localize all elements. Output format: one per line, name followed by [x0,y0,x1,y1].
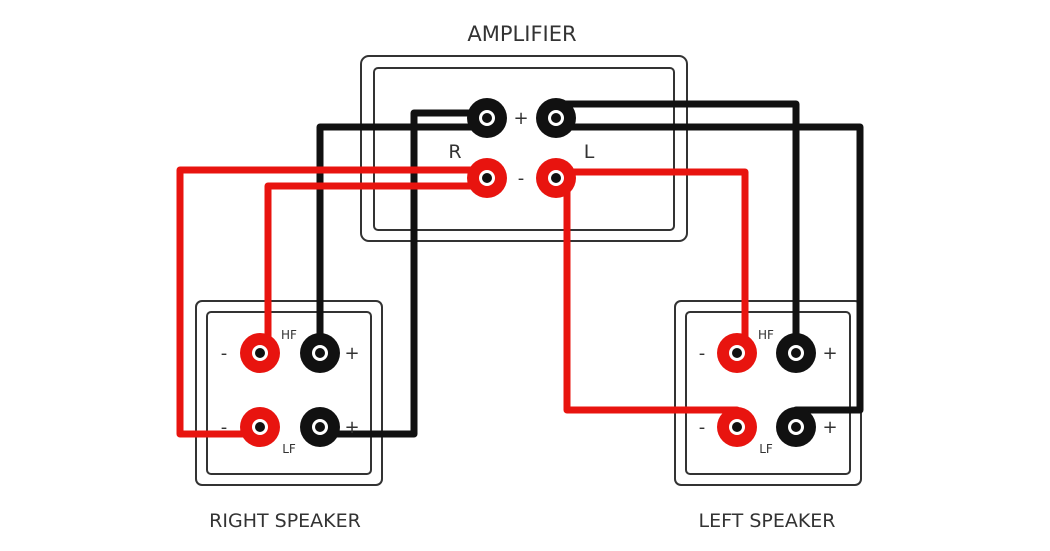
right-speaker-lf-plus-terminal [300,407,340,447]
left-speaker-lf-minus-sign: - [699,417,706,438]
right-speaker-box [195,300,383,486]
amp-l-minus-terminal [536,158,576,198]
amplifier-box [360,55,688,242]
right-speaker-hf-plus-terminal [300,333,340,373]
amplifier-inner-frame [373,67,675,231]
amp-plus-sign: + [513,108,528,129]
amp-right-channel-label: R [448,141,461,163]
red-wire-amp-r-minus-to-right-hf-minus [264,174,491,357]
left-speaker-hf-plus-sign: + [822,343,837,364]
right-speaker-hf-plus-sign: + [344,343,359,364]
amp-minus-sign: - [518,168,525,189]
black-wire-amp-l-plus-to-left-lf-plus [552,114,864,431]
right-speaker-lf-label: LF [282,442,296,456]
left-speaker-hf-label: HF [758,328,774,342]
right-speaker-hf-minus-sign: - [221,343,228,364]
left-speaker-lf-plus-terminal [776,407,816,447]
left-speaker-hf-minus-terminal [717,333,757,373]
left-speaker-lf-label: LF [759,442,773,456]
amplifier-title: AMPLIFIER [467,22,576,46]
left-speaker-lf-plus-sign: + [822,417,837,438]
black-wire-amp-r-plus-to-right-hf-plus [316,114,491,357]
right-speaker-hf-label: HF [281,328,297,342]
right-speaker-lf-minus-terminal [240,407,280,447]
amp-r-minus-terminal [467,158,507,198]
amp-left-channel-label: L [584,141,595,163]
red-wire-amp-l-minus-to-left-lf-minus [552,174,741,431]
right-speaker-lf-plus-sign: + [344,417,359,438]
right-speaker-outer-frame [195,300,383,486]
left-speaker-hf-minus-sign: - [699,343,706,364]
left-speaker-hf-plus-terminal [776,333,816,373]
left-speaker-title: LEFT SPEAKER [698,510,835,532]
right-speaker-lf-minus-sign: - [221,417,228,438]
right-speaker-hf-minus-terminal [240,333,280,373]
amplifier-outer-frame [360,55,688,242]
right-speaker-title: RIGHT SPEAKER [209,510,361,532]
black-wire-amp-r-plus-to-right-lf-plus [316,109,491,438]
left-speaker-lf-minus-terminal [717,407,757,447]
amp-l-plus-terminal [536,98,576,138]
left-speaker-inner-frame [685,311,851,475]
amp-r-plus-terminal [467,98,507,138]
red-wire-amp-l-minus-to-left-hf-minus [552,168,749,357]
right-speaker-inner-frame [206,311,372,475]
